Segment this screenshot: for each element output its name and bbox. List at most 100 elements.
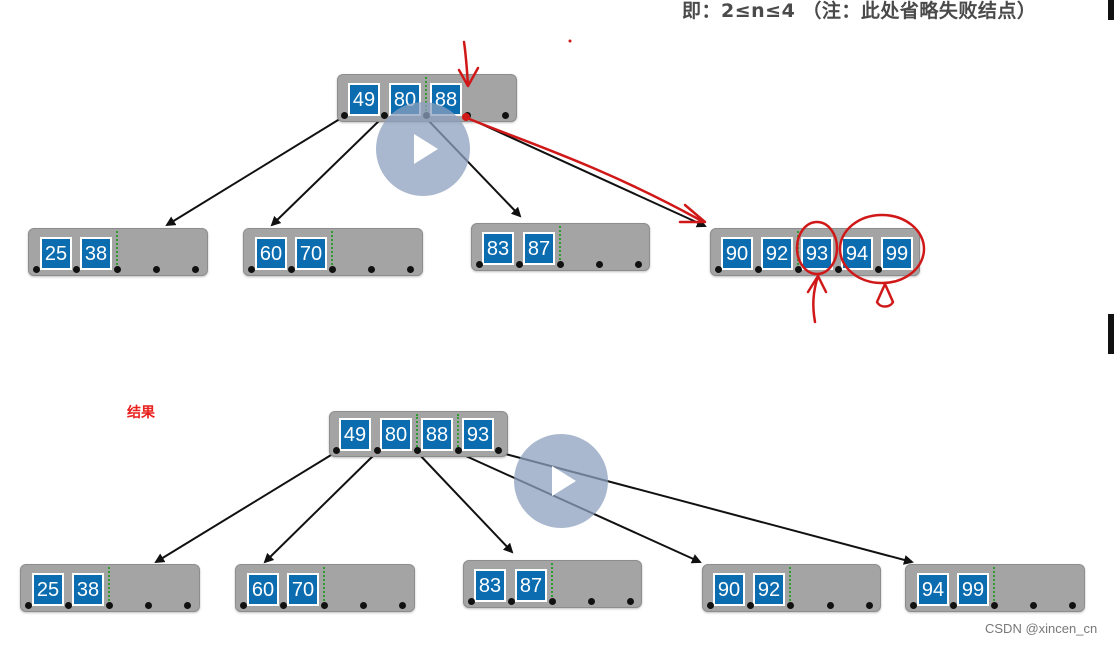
pointer-dot [827, 602, 834, 609]
top-child-node-2: 60 70 [243, 228, 423, 276]
node-separator [457, 414, 459, 450]
node-separator [425, 77, 427, 115]
pointer-dot [374, 447, 381, 454]
pointer-dot [25, 602, 32, 609]
key: 90 [713, 573, 745, 606]
pointer-dot [747, 602, 754, 609]
node-separator [559, 226, 561, 264]
bottom-child-node-4: 90 92 [702, 564, 881, 612]
key: 60 [247, 573, 279, 606]
pointer-dot [288, 266, 295, 273]
pointer-dot [476, 261, 483, 268]
key: 94 [917, 573, 949, 606]
watermark: CSDN @xincen_cn [985, 621, 1098, 636]
key: 92 [753, 573, 785, 606]
pointer-dot [707, 602, 714, 609]
node-separator [551, 563, 553, 601]
pointer-dot [787, 602, 794, 609]
bottom-child-node-3: 83 87 [463, 560, 642, 608]
key: 83 [474, 569, 506, 602]
pointer-dot [407, 266, 414, 273]
pointer-dot [399, 602, 406, 609]
pointer-dot [508, 598, 515, 605]
key: 99 [881, 237, 913, 270]
top-overflow-node: 90 92 93 94 99 [710, 228, 920, 276]
key: 49 [348, 83, 380, 116]
node-separator [331, 231, 333, 269]
key: 38 [72, 573, 104, 606]
pointer-dot [627, 598, 634, 605]
key: 38 [80, 237, 112, 270]
pointer-dot [635, 261, 642, 268]
pointer-dot [557, 261, 564, 268]
pointer-dot [1069, 602, 1076, 609]
key: 70 [295, 237, 327, 270]
key: 87 [515, 569, 547, 602]
pointer-dot [381, 112, 388, 119]
pointer-dot [502, 112, 509, 119]
pointer-dot [65, 602, 72, 609]
key: 88 [421, 418, 453, 451]
play-button-icon[interactable] [376, 102, 470, 196]
pointer-dot [106, 602, 113, 609]
pointer-dot [991, 602, 998, 609]
pointer-dot [468, 598, 475, 605]
key: 25 [40, 237, 72, 270]
key: 99 [957, 573, 989, 606]
key: 25 [32, 573, 64, 606]
pointer-dot [145, 602, 152, 609]
pointer-dot [341, 112, 348, 119]
key: 94 [841, 237, 873, 270]
pointer-dot [835, 266, 842, 273]
top-child-node-1: 25 38 [28, 228, 208, 276]
edge-top-1 [165, 116, 344, 227]
pointer-dot [455, 447, 462, 454]
key: 93 [801, 237, 833, 270]
pointer-dot [153, 266, 160, 273]
pointer-dot [321, 602, 328, 609]
pointer-dot [1030, 602, 1037, 609]
edge-bottom-1 [154, 451, 337, 564]
pointer-dot [329, 266, 336, 273]
pointer-dot [414, 447, 421, 454]
key: 92 [761, 237, 793, 270]
node-separator [416, 414, 418, 450]
edge-bottom-2 [263, 451, 378, 564]
pointer-dot [516, 261, 523, 268]
pointer-dot [596, 261, 603, 268]
key: 90 [721, 237, 753, 270]
node-separator [993, 567, 995, 605]
key: 60 [255, 237, 287, 270]
edge-top-4 [465, 116, 707, 228]
bottom-child-node-5: 94 99 [905, 564, 1085, 612]
pointer-dot [875, 266, 882, 273]
pointer-dot [755, 266, 762, 273]
edge-bottom-3 [416, 451, 514, 554]
pointer-dot [73, 266, 80, 273]
node-separator [797, 231, 799, 269]
pointer-dot [910, 602, 917, 609]
pointer-dot [333, 447, 340, 454]
result-label: 结果 [127, 405, 155, 421]
node-separator [323, 567, 325, 605]
key: 49 [339, 418, 371, 451]
pointer-dot [360, 602, 367, 609]
pointer-dot [715, 266, 722, 273]
pointer-dot [114, 266, 121, 273]
key: 70 [287, 573, 319, 606]
key: 88 [430, 83, 462, 116]
pointer-dot [192, 266, 199, 273]
pointer-dot [33, 266, 40, 273]
pointer-dot [184, 602, 191, 609]
pointer-dot [549, 598, 556, 605]
pointer-dot [795, 266, 802, 273]
header-note: 即：2≤n≤4 （注：此处省略失败结点） [682, 0, 1037, 22]
bottom-child-node-2: 60 70 [235, 564, 415, 612]
pointer-dot [588, 598, 595, 605]
play-button-icon[interactable] [514, 434, 608, 528]
node-separator [116, 231, 118, 269]
key: 93 [462, 418, 494, 451]
bottom-child-node-1: 25 38 [20, 564, 200, 612]
node-separator [108, 567, 110, 605]
